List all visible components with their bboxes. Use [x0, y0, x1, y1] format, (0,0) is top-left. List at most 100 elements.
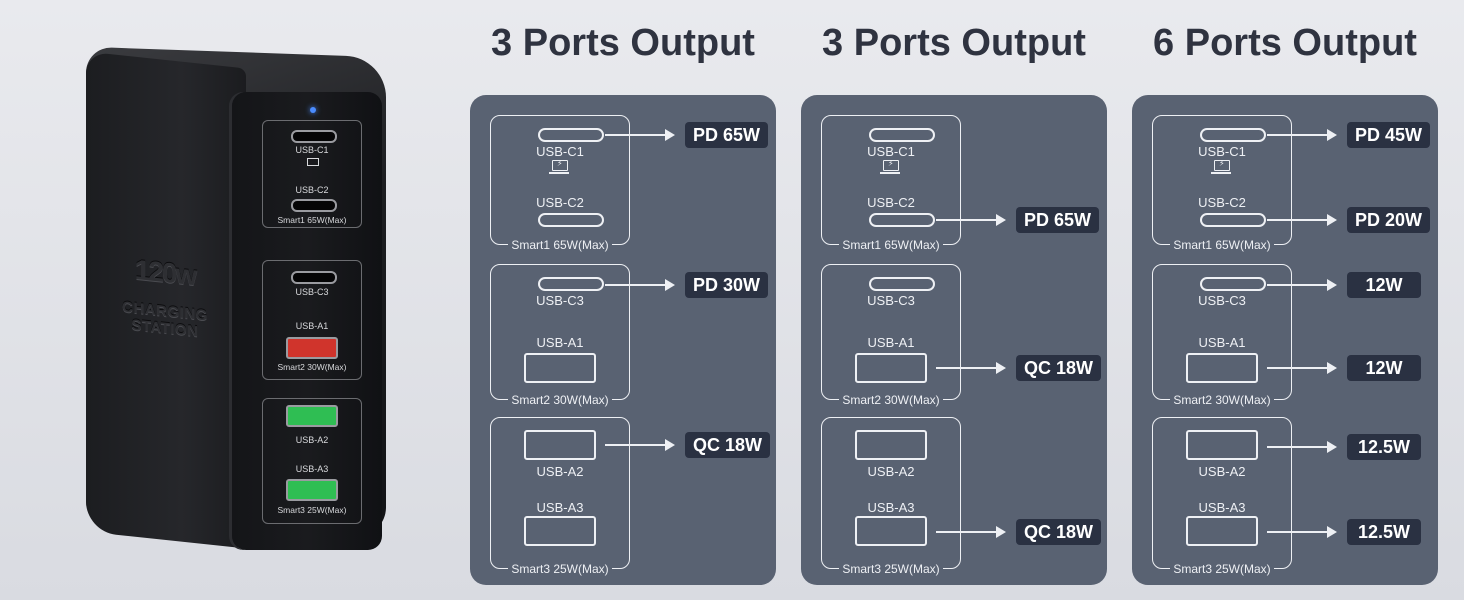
output-badge-usb-c2: PD 65W — [1016, 207, 1100, 233]
charger-port-usb-c3 — [291, 271, 337, 284]
usb-a2-label: USB-A2 — [867, 464, 915, 479]
output-badge-usb-a1: QC 18W — [1016, 355, 1102, 381]
usb-c1-label: USB-C1 — [536, 144, 584, 159]
smart1-label: Smart1 65W(Max) — [1153, 238, 1291, 252]
arrow-icon — [936, 526, 1006, 538]
panel-1: USB-C1 ⚡ USB-C2 Smart1 65W(Max) USB-C3 U… — [470, 95, 776, 585]
smart3-label-text: Smart3 25W(Max) — [839, 562, 943, 576]
charger-port-usb-c2 — [291, 199, 337, 212]
panel-2: USB-C1 ⚡ USB-C2 Smart1 65W(Max) USB-C3 U… — [801, 95, 1107, 585]
usb-a1-port — [524, 353, 596, 383]
charger-title-unit: w — [175, 258, 196, 292]
usb-c2-port — [869, 213, 935, 227]
charger-title-number: 120 — [134, 253, 176, 290]
smart2-label-text: Smart2 30W(Max) — [1170, 393, 1274, 407]
smart1-label-text: Smart1 65W(Max) — [839, 238, 943, 252]
usb-c2-label: USB-C2 — [1198, 195, 1246, 210]
port-group-smart1: USB-C1 ⚡ USB-C2 Smart1 65W(Max) — [490, 115, 630, 252]
port-group-smart2: USB-C3 USB-A1 Smart2 30W(Max) — [821, 264, 961, 407]
charger-title: 120w CHARGING STATION — [100, 225, 230, 344]
usb-c1-label: USB-C1 — [1198, 144, 1246, 159]
laptop-icon: ⚡ — [1211, 159, 1231, 174]
usb-a3-port — [524, 516, 596, 546]
charger-label-usb-c1: USB-C1 — [295, 145, 329, 155]
arrow-icon — [936, 362, 1006, 374]
laptop-icon: ⚡ — [549, 159, 569, 174]
usb-a1-label: USB-A1 — [536, 335, 584, 350]
smart1-label: Smart1 65W(Max) — [822, 238, 960, 252]
usb-c3-port — [1200, 277, 1266, 291]
panel-1-heading: 3 Ports Output — [491, 22, 755, 64]
usb-c1-port — [1200, 128, 1266, 142]
smart3-label: Smart3 25W(Max) — [1153, 562, 1291, 576]
smart2-label: Smart2 30W(Max) — [822, 393, 960, 407]
charger-product-image: 120w CHARGING STATION USB-C1 USB-C2 Smar… — [80, 46, 390, 552]
smart2-label-text: Smart2 30W(Max) — [508, 393, 612, 407]
charger-front-face — [232, 92, 382, 550]
port-group-smart3: USB-A2 USB-A3 Smart3 25W(Max) — [821, 417, 961, 576]
arrow-icon — [1267, 526, 1337, 538]
power-led — [310, 107, 316, 113]
output-badge-usb-a3: QC 18W — [1016, 519, 1102, 545]
charger-label-usb-a2: USB-A2 — [295, 435, 329, 445]
usb-a2-port — [855, 430, 927, 460]
arrow-icon — [1267, 441, 1337, 453]
usb-a1-port — [855, 353, 927, 383]
charger-group-2: USB-C3 USB-A1 Smart2 30W(Max) — [262, 260, 362, 380]
smart2-label: Smart2 30W(Max) — [491, 393, 629, 407]
smart2-label-text: Smart2 30W(Max) — [839, 393, 943, 407]
usb-c2-port — [538, 213, 604, 227]
usb-a3-port — [1186, 516, 1258, 546]
charger-port-usb-a1 — [286, 337, 338, 359]
usb-c1-port — [538, 128, 604, 142]
usb-c2-port — [1200, 213, 1266, 227]
usb-c2-label: USB-C2 — [536, 195, 584, 210]
charger-label-usb-a1: USB-A1 — [295, 321, 329, 331]
charger-port-usb-a2 — [286, 405, 338, 427]
arrow-icon — [605, 129, 675, 141]
charger-group-3-label: Smart3 25W(Max) — [277, 505, 347, 515]
output-badge-usb-a3: 12.5W — [1347, 519, 1421, 545]
laptop-icon: ⚡ — [880, 159, 900, 174]
arrow-icon — [1267, 214, 1337, 226]
smart1-label-text: Smart1 65W(Max) — [1170, 238, 1274, 252]
usb-c3-port — [538, 277, 604, 291]
output-badge-usb-c3: 12W — [1347, 272, 1421, 298]
arrow-icon — [605, 279, 675, 291]
port-group-smart1: USB-C1 ⚡ USB-C2 Smart1 65W(Max) — [821, 115, 961, 252]
arrow-icon — [1267, 362, 1337, 374]
charger-group-1: USB-C1 USB-C2 Smart1 65W(Max) — [262, 120, 362, 228]
usb-c1-label: USB-C1 — [867, 144, 915, 159]
port-group-smart2: USB-C3 USB-A1 Smart2 30W(Max) — [1152, 264, 1292, 407]
charger-group-2-label: Smart2 30W(Max) — [277, 362, 347, 372]
charger-label-usb-c3: USB-C3 — [295, 287, 329, 297]
output-badge-usb-a2: QC 18W — [685, 432, 771, 458]
usb-c1-port — [869, 128, 935, 142]
output-badge-usb-c1: PD 45W — [1347, 122, 1431, 148]
panel-2-heading: 3 Ports Output — [822, 22, 1086, 64]
usb-c3-port — [869, 277, 935, 291]
port-group-smart3: USB-A2 USB-A3 Smart3 25W(Max) — [1152, 417, 1292, 576]
arrow-icon — [1267, 129, 1337, 141]
usb-a1-label: USB-A1 — [867, 335, 915, 350]
usb-c3-label: USB-C3 — [867, 293, 915, 308]
smart3-label: Smart3 25W(Max) — [491, 562, 629, 576]
port-group-smart2: USB-C3 USB-A1 Smart2 30W(Max) — [490, 264, 630, 407]
usb-a3-label: USB-A3 — [536, 500, 584, 515]
usb-c2-label: USB-C2 — [867, 195, 915, 210]
usb-a3-port — [855, 516, 927, 546]
charger-label-usb-a3: USB-A3 — [295, 464, 329, 474]
usb-a1-port — [1186, 353, 1258, 383]
smart2-label: Smart2 30W(Max) — [1153, 393, 1291, 407]
charger-port-usb-c1 — [291, 130, 337, 143]
port-group-smart1: USB-C1 ⚡ USB-C2 Smart1 65W(Max) — [1152, 115, 1292, 252]
output-badge-usb-a2: 12.5W — [1347, 434, 1421, 460]
usb-a2-port — [1186, 430, 1258, 460]
charger-label-usb-c2: USB-C2 — [295, 185, 329, 195]
arrow-icon — [1267, 279, 1337, 291]
smart3-label-text: Smart3 25W(Max) — [508, 562, 612, 576]
charger-group-1-label: Smart1 65W(Max) — [277, 215, 347, 225]
smart1-label: Smart1 65W(Max) — [491, 238, 629, 252]
port-group-smart3: USB-A2 USB-A3 Smart3 25W(Max) — [490, 417, 630, 576]
usb-a3-label: USB-A3 — [867, 500, 915, 515]
